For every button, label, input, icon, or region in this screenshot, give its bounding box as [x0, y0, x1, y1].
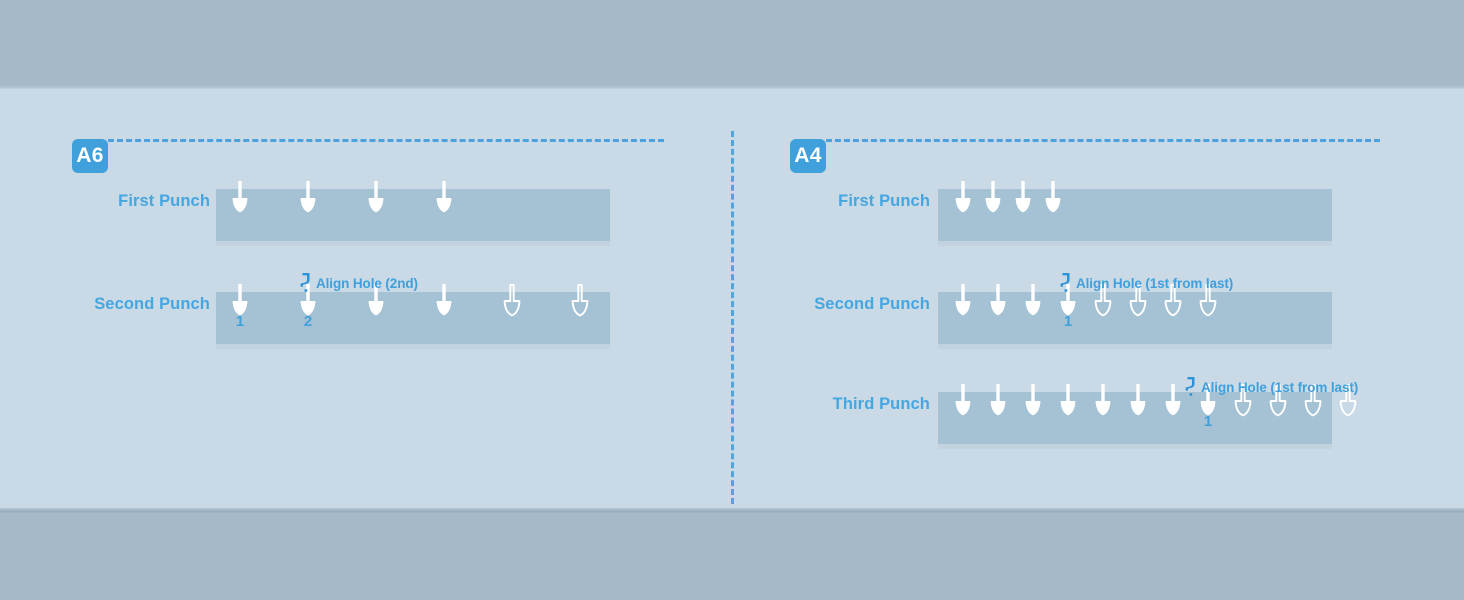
punch-arrow-icon: [229, 181, 251, 221]
punch-order-number: 1: [235, 313, 245, 330]
badge-rule-a6: [108, 139, 664, 142]
punch-arrow-icon: [1162, 384, 1184, 424]
bottom-band: [0, 513, 1464, 600]
punch-arrow-icon: [987, 384, 1009, 424]
top-band: [0, 0, 1464, 88]
section-badge-a6: A6: [72, 139, 108, 173]
punch-arrow-icon: [982, 181, 1004, 221]
punch-order-number: 2: [303, 313, 313, 330]
align-hole-label-a4-second: Align Hole (1st from last): [1076, 275, 1234, 291]
row-label-a4-second: Second Punch: [814, 295, 930, 313]
row-label-a4-first: First Punch: [838, 192, 930, 210]
punch-order-number: 1: [1203, 413, 1213, 430]
align-hole-marker-icon: [300, 273, 310, 292]
punch-arrow-icon: [1012, 181, 1034, 221]
punch-arrow-outline-icon: [501, 283, 523, 324]
badge-rule-a4: [826, 139, 1380, 142]
paper-sheet-a6-first: [216, 189, 610, 246]
row-label-a4-third: Third Punch: [832, 395, 930, 413]
punch-arrow-outline-icon: [1232, 383, 1254, 424]
align-hole-marker-icon: [1185, 377, 1195, 396]
punch-arrow-outline-icon: [1092, 283, 1114, 324]
punch-arrow-icon: [433, 181, 455, 221]
punch-arrow-icon: [952, 284, 974, 324]
punch-arrow-icon: [229, 284, 251, 324]
punch-arrow-icon: [952, 384, 974, 424]
punch-arrow-outline-icon: [1267, 383, 1289, 424]
top-band-edge: [0, 86, 1464, 89]
paper-sheet-a4-first: [938, 189, 1332, 246]
punch-order-number: 1: [1063, 313, 1073, 330]
section-divider: [731, 131, 734, 504]
punch-arrow-icon: [987, 284, 1009, 324]
punch-arrow-icon: [1127, 384, 1149, 424]
punch-arrow-outline-icon: [569, 283, 591, 324]
align-hole-callout-a6: Align Hole (2nd): [300, 272, 418, 294]
align-hole-label-a6: Align Hole (2nd): [316, 275, 418, 291]
align-hole-marker-icon: [1060, 273, 1070, 292]
punch-arrow-icon: [1042, 181, 1064, 221]
punch-arrow-outline-icon: [1197, 283, 1219, 324]
punch-arrow-outline-icon: [1162, 283, 1184, 324]
punch-arrow-outline-icon: [1337, 383, 1359, 424]
punch-arrow-icon: [297, 284, 319, 324]
punch-arrow-icon: [952, 181, 974, 221]
align-hole-callout-a4-third: Align Hole (1st from last): [1185, 376, 1358, 398]
align-hole-callout-a4-second: Align Hole (1st from last): [1060, 272, 1233, 294]
punch-arrow-icon: [365, 284, 387, 324]
punch-arrow-icon: [1057, 384, 1079, 424]
paper-sheet-a4-third: [938, 392, 1332, 449]
section-badge-a4: A4: [790, 139, 826, 173]
row-label-a6-second: Second Punch: [94, 295, 210, 313]
align-hole-label-a4-third: Align Hole (1st from last): [1201, 379, 1359, 395]
punch-arrow-icon: [1057, 284, 1079, 324]
punch-arrow-icon: [1197, 384, 1219, 424]
punch-arrow-icon: [297, 181, 319, 221]
punch-arrow-icon: [1092, 384, 1114, 424]
punch-arrow-icon: [433, 284, 455, 324]
paper-sheet-a6-second: [216, 292, 610, 349]
punch-arrow-outline-icon: [1302, 383, 1324, 424]
row-label-a6-first: First Punch: [118, 192, 210, 210]
bottom-band-shadow: [0, 508, 1464, 514]
punch-arrow-icon: [365, 181, 387, 221]
punch-arrow-icon: [1022, 384, 1044, 424]
punch-arrow-icon: [1022, 284, 1044, 324]
punch-arrow-outline-icon: [1127, 283, 1149, 324]
